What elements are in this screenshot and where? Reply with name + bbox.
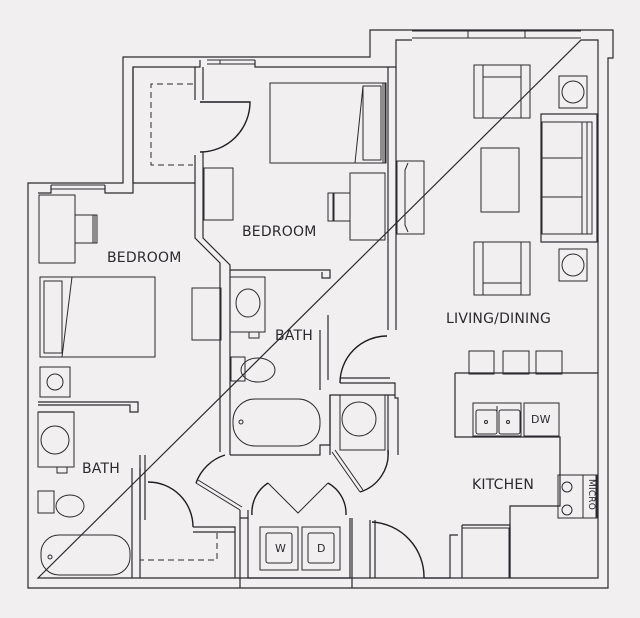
room-label-bath-left: BATH: [82, 461, 120, 477]
outer-walls: [27, 29, 614, 589]
room-label-kitchen: KITCHEN: [472, 477, 535, 493]
room-label-bath-right: BATH: [275, 328, 313, 344]
appliances: [259, 402, 598, 579]
room-label-living-dining: LIVING/DINING: [446, 311, 552, 327]
room-label-bedroom-left: BEDROOM: [107, 250, 182, 266]
furniture: [38, 64, 598, 398]
room-label-bedroom-right: BEDROOM: [242, 224, 317, 240]
microwave-label: MICRO: [586, 479, 596, 511]
interior-walls: [38, 67, 598, 588]
dishwasher-label: DW: [531, 413, 551, 426]
dryer-label: D: [317, 542, 326, 555]
bath-fixtures: [37, 276, 386, 576]
washer-label: W: [275, 542, 287, 555]
